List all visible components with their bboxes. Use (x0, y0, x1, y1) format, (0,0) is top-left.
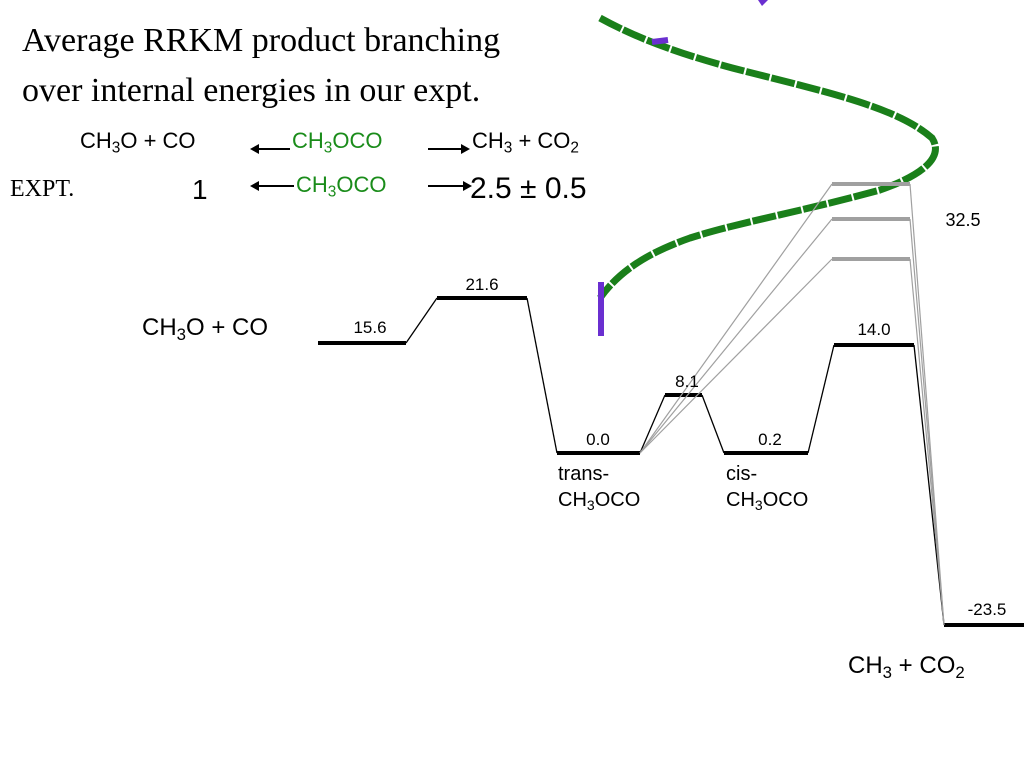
scheme-arrow-left-2 (250, 181, 294, 191)
title-line-1: Average RRKM product branching (22, 22, 501, 59)
energy-label-ts2: 14.0 (857, 320, 891, 339)
species-reactants: CH3O + CO (142, 314, 269, 345)
marker-tick-top (651, 37, 669, 45)
reaction-path-connectors (405, 297, 945, 626)
expt-intermediate: CH3OCO (296, 172, 387, 201)
energy-label-reactants: 15.6 (353, 318, 387, 337)
scheme-products: CH3 + CO2 (472, 128, 579, 157)
scheme-arrow-right-2 (428, 181, 472, 191)
scheme-intermediate: CH3OCO (292, 128, 383, 157)
scheme-reactants: CH3O + CO (80, 128, 196, 157)
energy-label-cis: 0.2 (758, 430, 782, 449)
expt-left-value: 1 (192, 174, 208, 205)
scheme-arrow-left-1 (250, 144, 290, 154)
energy-label-products: -23.5 (967, 600, 1007, 619)
energy-label-trans: 0.0 (586, 430, 610, 449)
species-cis: cis- CH3OCO (726, 463, 809, 514)
energy-distribution-curve (597, 14, 939, 301)
energy-label-internal: 32.5 (945, 210, 981, 230)
expt-right-value: 2.5 ± 0.5 (470, 172, 587, 205)
internal-energy-fan-lines (639, 183, 945, 626)
internal-energy-levels (832, 182, 910, 261)
energy-label-ts1: 21.6 (465, 275, 499, 294)
species-trans: trans- CH3OCO (558, 463, 641, 514)
marker-top-corner (758, 0, 768, 6)
title-line-2: over internal energies in our expt. (22, 72, 481, 109)
expt-label: EXPT. (10, 176, 75, 202)
scheme-arrow-right-1 (428, 144, 470, 154)
energy-label-ts-iso: 8.1 (675, 372, 699, 391)
species-products: CH3 + CO2 (848, 652, 965, 683)
